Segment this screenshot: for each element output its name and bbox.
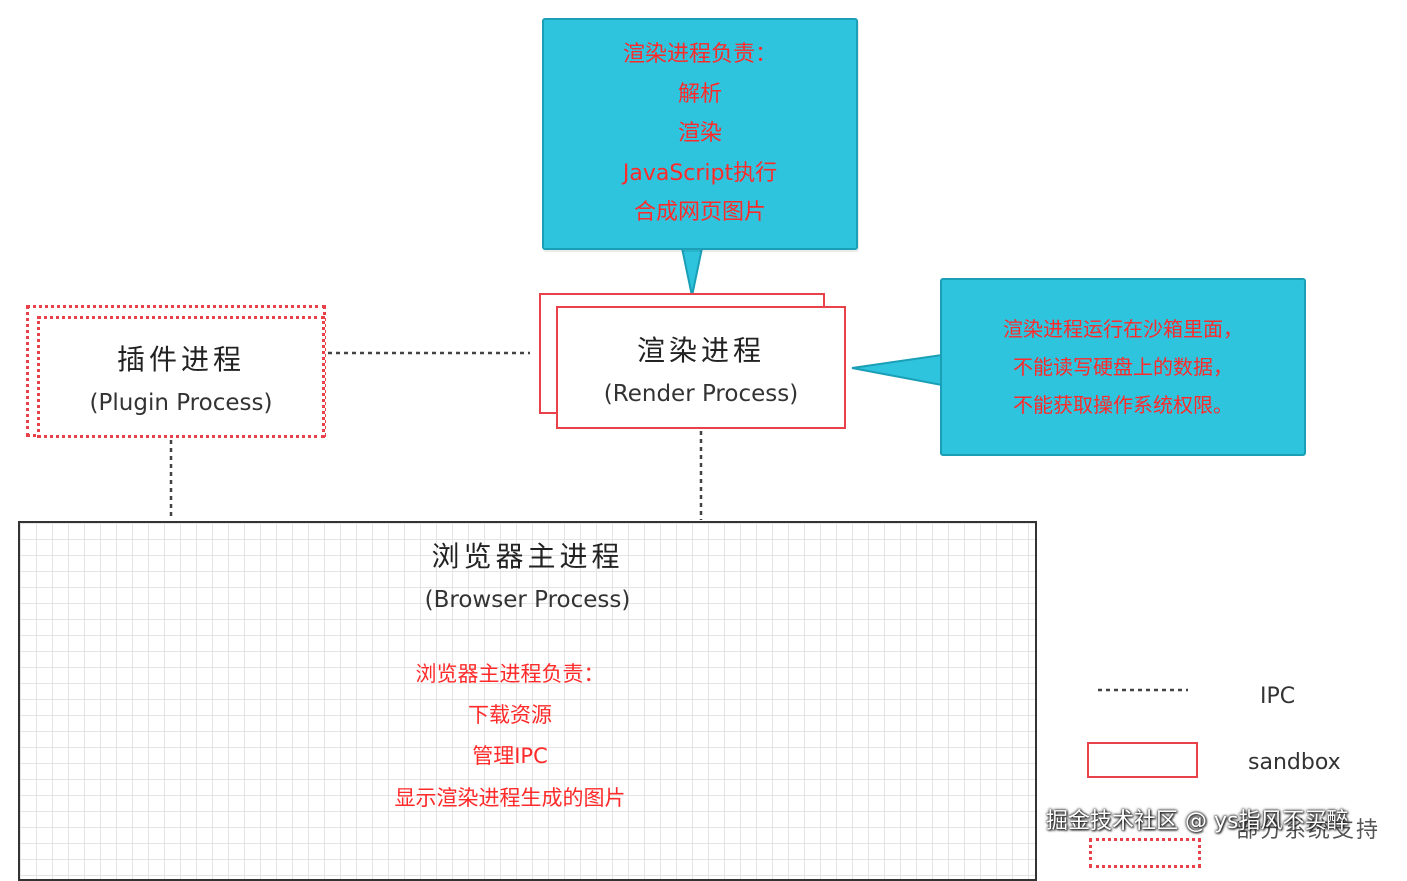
render-process-title-zh: 渲染进程 — [636, 333, 765, 367]
browser-process-box — [18, 521, 1037, 881]
connector-lines — [169, 247, 1188, 692]
plugin-process-box: 插件进程 (Plugin Process) — [37, 316, 325, 438]
browser-resp-line: 管理IPC — [472, 744, 548, 769]
sandbox-callout: 渲染进程运行在沙箱里面， 不能读写硬盘上的数据， 不能获取操作系统权限。 — [940, 278, 1306, 456]
legend-sandbox-swatch — [1087, 742, 1198, 778]
browser-process-title: 浏览器主进程 (Browser Process) — [18, 535, 1037, 613]
render-callout-line: 解析 — [677, 81, 722, 107]
sandbox-callout-line: 渲染进程运行在沙箱里面， — [1003, 317, 1243, 341]
browser-process-title-zh: 浏览器主进程 — [431, 540, 624, 573]
browser-resp-line: 显示渲染进程生成的图片 — [394, 785, 626, 810]
render-responsibility-callout: 渲染进程负责： 解析 渲染 JavaScript执行 合成网页图片 — [542, 18, 858, 250]
render-callout-line: 合成网页图片 — [633, 200, 766, 226]
render-callout-line: JavaScript执行 — [622, 160, 778, 186]
sandbox-callout-pointer — [851, 353, 943, 387]
watermark: 掘金技术社区 @ ys指风不买醉 — [1046, 809, 1349, 834]
legend-ipc-label: IPC — [1260, 684, 1296, 709]
browser-resp-line: 下载资源 — [468, 703, 552, 728]
legend-partial-label: 部分系统支持 — [1236, 818, 1381, 843]
plugin-process-title-en: (Plugin Process) — [89, 390, 273, 416]
plugin-process-title-zh: 插件进程 — [116, 343, 245, 376]
browser-process-responsibilities: 浏览器主进程负责： 下载资源 管理IPC 显示渲染进程生成的图片 — [230, 662, 790, 827]
browser-resp-line: 浏览器主进程负责： — [415, 662, 605, 686]
render-process-title-en: (Render Process) — [603, 380, 799, 407]
render-process-box: 渲染进程 (Render Process) — [556, 306, 846, 429]
sandbox-callout-line: 不能读写硬盘上的数据， — [1013, 355, 1233, 379]
sandbox-callout-line: 不能获取操作系统权限。 — [1013, 393, 1233, 417]
legend-partial-swatch — [1089, 838, 1201, 868]
render-callout-line: 渲染 — [677, 121, 722, 147]
render-callout-line: 渲染进程负责： — [622, 42, 777, 68]
browser-process-title-en: (Browser Process) — [424, 587, 631, 613]
render-callout-pointer — [680, 247, 704, 297]
legend-sandbox-label: sandbox — [1248, 750, 1341, 775]
